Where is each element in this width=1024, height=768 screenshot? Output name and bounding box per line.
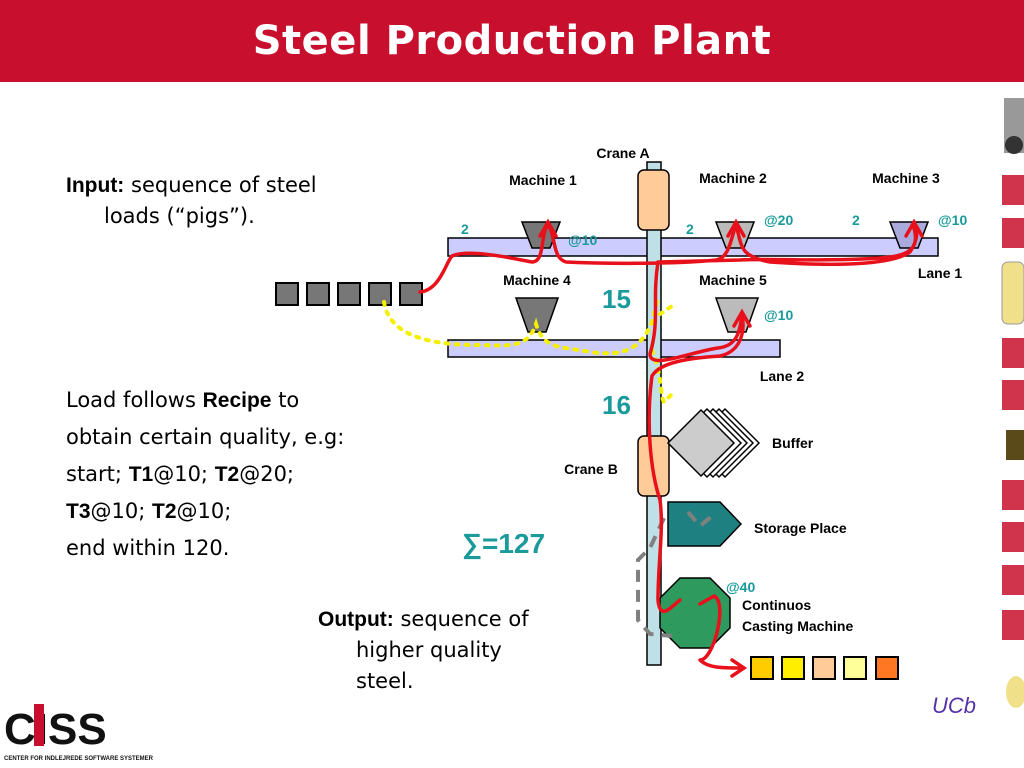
lane-1-label: Lane 1 — [918, 265, 963, 281]
recipe-line1-pre: Load follows — [66, 388, 196, 412]
input-label: Input: — [66, 174, 125, 197]
recipe-line3-mid: @10; — [153, 462, 208, 486]
buffer-icon — [666, 407, 761, 479]
crane-b-label: Crane B — [564, 461, 618, 477]
recipe-t2: T2 — [214, 463, 240, 486]
ciss-logo-text: CISS — [4, 705, 107, 754]
input-line1: sequence of steel — [131, 173, 317, 197]
recipe-t2b: T2 — [152, 500, 177, 523]
output-label: Output: — [318, 608, 394, 631]
machine-4-label: Machine 4 — [503, 272, 571, 288]
slide-title: Steel Production Plant — [252, 18, 772, 64]
casting-label-1: Continuos — [742, 597, 811, 613]
ciss-logo-subtitle: CENTER FOR INDLEJREDE SOFTWARE SYSTEMER — [4, 756, 154, 762]
machine-1-label: Machine 1 — [509, 172, 577, 188]
lane-count-2b: 2 — [686, 221, 694, 237]
machine-3-time: @10 — [938, 212, 967, 228]
recipe-line4-mid: @10; — [90, 499, 146, 523]
red-route-arrowheads — [538, 218, 924, 678]
output-line3: steel. — [356, 669, 414, 693]
input-text: Input: sequence of steel loads (“pigs”). — [66, 170, 406, 231]
machine-2-time: @20 — [764, 212, 793, 228]
recipe-line3-pre: start; — [66, 462, 122, 486]
grey-route — [636, 510, 714, 638]
machine-5-label: Machine 5 — [699, 272, 767, 288]
output-text: Output: sequence of higher quality steel… — [318, 604, 598, 697]
crane-a-count: 15 — [602, 284, 631, 314]
recipe-line5: end within 120. — [66, 536, 230, 560]
yellow-route — [382, 296, 674, 406]
output-queue — [750, 656, 899, 680]
recipe-line2: obtain certain quality, e.g: — [66, 425, 345, 449]
ucb-logo: UCb — [932, 693, 976, 718]
right-decor-strip — [1001, 98, 1024, 708]
lane-count-2a: 2 — [461, 221, 469, 237]
red-route — [418, 222, 919, 670]
recipe-line3-post: @20; — [239, 462, 294, 486]
machine-1-time: @10 — [568, 232, 597, 248]
machine-5-icon — [714, 297, 760, 333]
machine-5-time: @10 — [764, 307, 793, 323]
recipe-t3: T3 — [66, 500, 91, 523]
recipe-line4-post: @10; — [176, 499, 232, 523]
crane-a-carriage — [637, 169, 670, 231]
title-bar: Steel Production Plant — [0, 0, 1024, 82]
lane-1-rail — [447, 237, 939, 257]
total-sum: ∑=127 — [462, 528, 545, 560]
input-line2: loads (“pigs”). — [104, 204, 255, 228]
output-line1: sequence of — [400, 607, 529, 631]
machine-4-icon — [514, 297, 560, 333]
machine-2-label: Machine 2 — [699, 170, 767, 186]
lane-count-2c: 2 — [852, 212, 860, 228]
buffer-label: Buffer — [772, 435, 814, 451]
recipe-line1-post: to — [278, 388, 300, 412]
recipe-text: Load follows Recipe to obtain certain qu… — [66, 382, 426, 567]
output-line2: higher quality — [356, 638, 502, 662]
storage-label: Storage Place — [754, 520, 847, 536]
crane-rail — [646, 161, 662, 666]
crane-a-label: Crane A — [596, 145, 649, 161]
recipe-bold: Recipe — [202, 389, 272, 412]
casting-label-2: Casting Machine — [742, 618, 853, 634]
lane-2-label: Lane 2 — [760, 368, 805, 384]
recipe-t1: T1 — [128, 463, 154, 486]
ciss-logo: CISS CENTER FOR INDLEJREDE SOFTWARE SYST… — [4, 704, 154, 762]
input-pigs-queue — [275, 282, 423, 306]
crane-b-count: 16 — [602, 390, 631, 420]
machine-3-label: Machine 3 — [872, 170, 940, 186]
casting-time: @40 — [726, 579, 755, 595]
